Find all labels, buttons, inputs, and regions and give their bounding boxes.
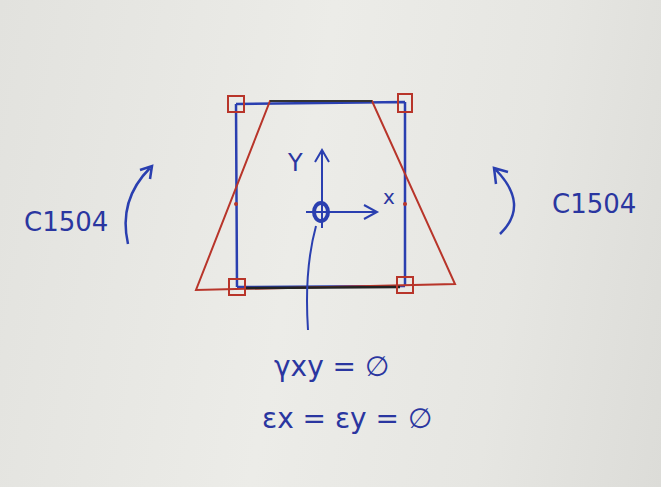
leader-line bbox=[307, 226, 316, 330]
corner-node bbox=[398, 94, 412, 112]
strain-equation: εx = εy = ∅ bbox=[262, 404, 432, 435]
corner-node bbox=[397, 277, 413, 293]
axis-label: Y bbox=[288, 150, 303, 176]
mid-node bbox=[403, 202, 407, 206]
bottom-edge bbox=[244, 287, 400, 288]
rotation-arrow bbox=[126, 166, 152, 244]
strain-equation: γxy = ∅ bbox=[274, 352, 389, 383]
y-axis bbox=[315, 150, 329, 228]
top-edge bbox=[270, 100, 372, 102]
undeformed-square bbox=[236, 102, 405, 287]
constraint-label: C1504 bbox=[552, 190, 636, 219]
rotation-arrow bbox=[494, 168, 514, 234]
constraint-label: C1504 bbox=[24, 208, 108, 237]
x-axis bbox=[306, 205, 377, 219]
deformed-trapezoid bbox=[196, 101, 455, 290]
corner-node bbox=[228, 96, 244, 112]
axis-label: x bbox=[383, 186, 395, 208]
corner-node bbox=[229, 279, 245, 295]
mid-node bbox=[234, 202, 238, 206]
